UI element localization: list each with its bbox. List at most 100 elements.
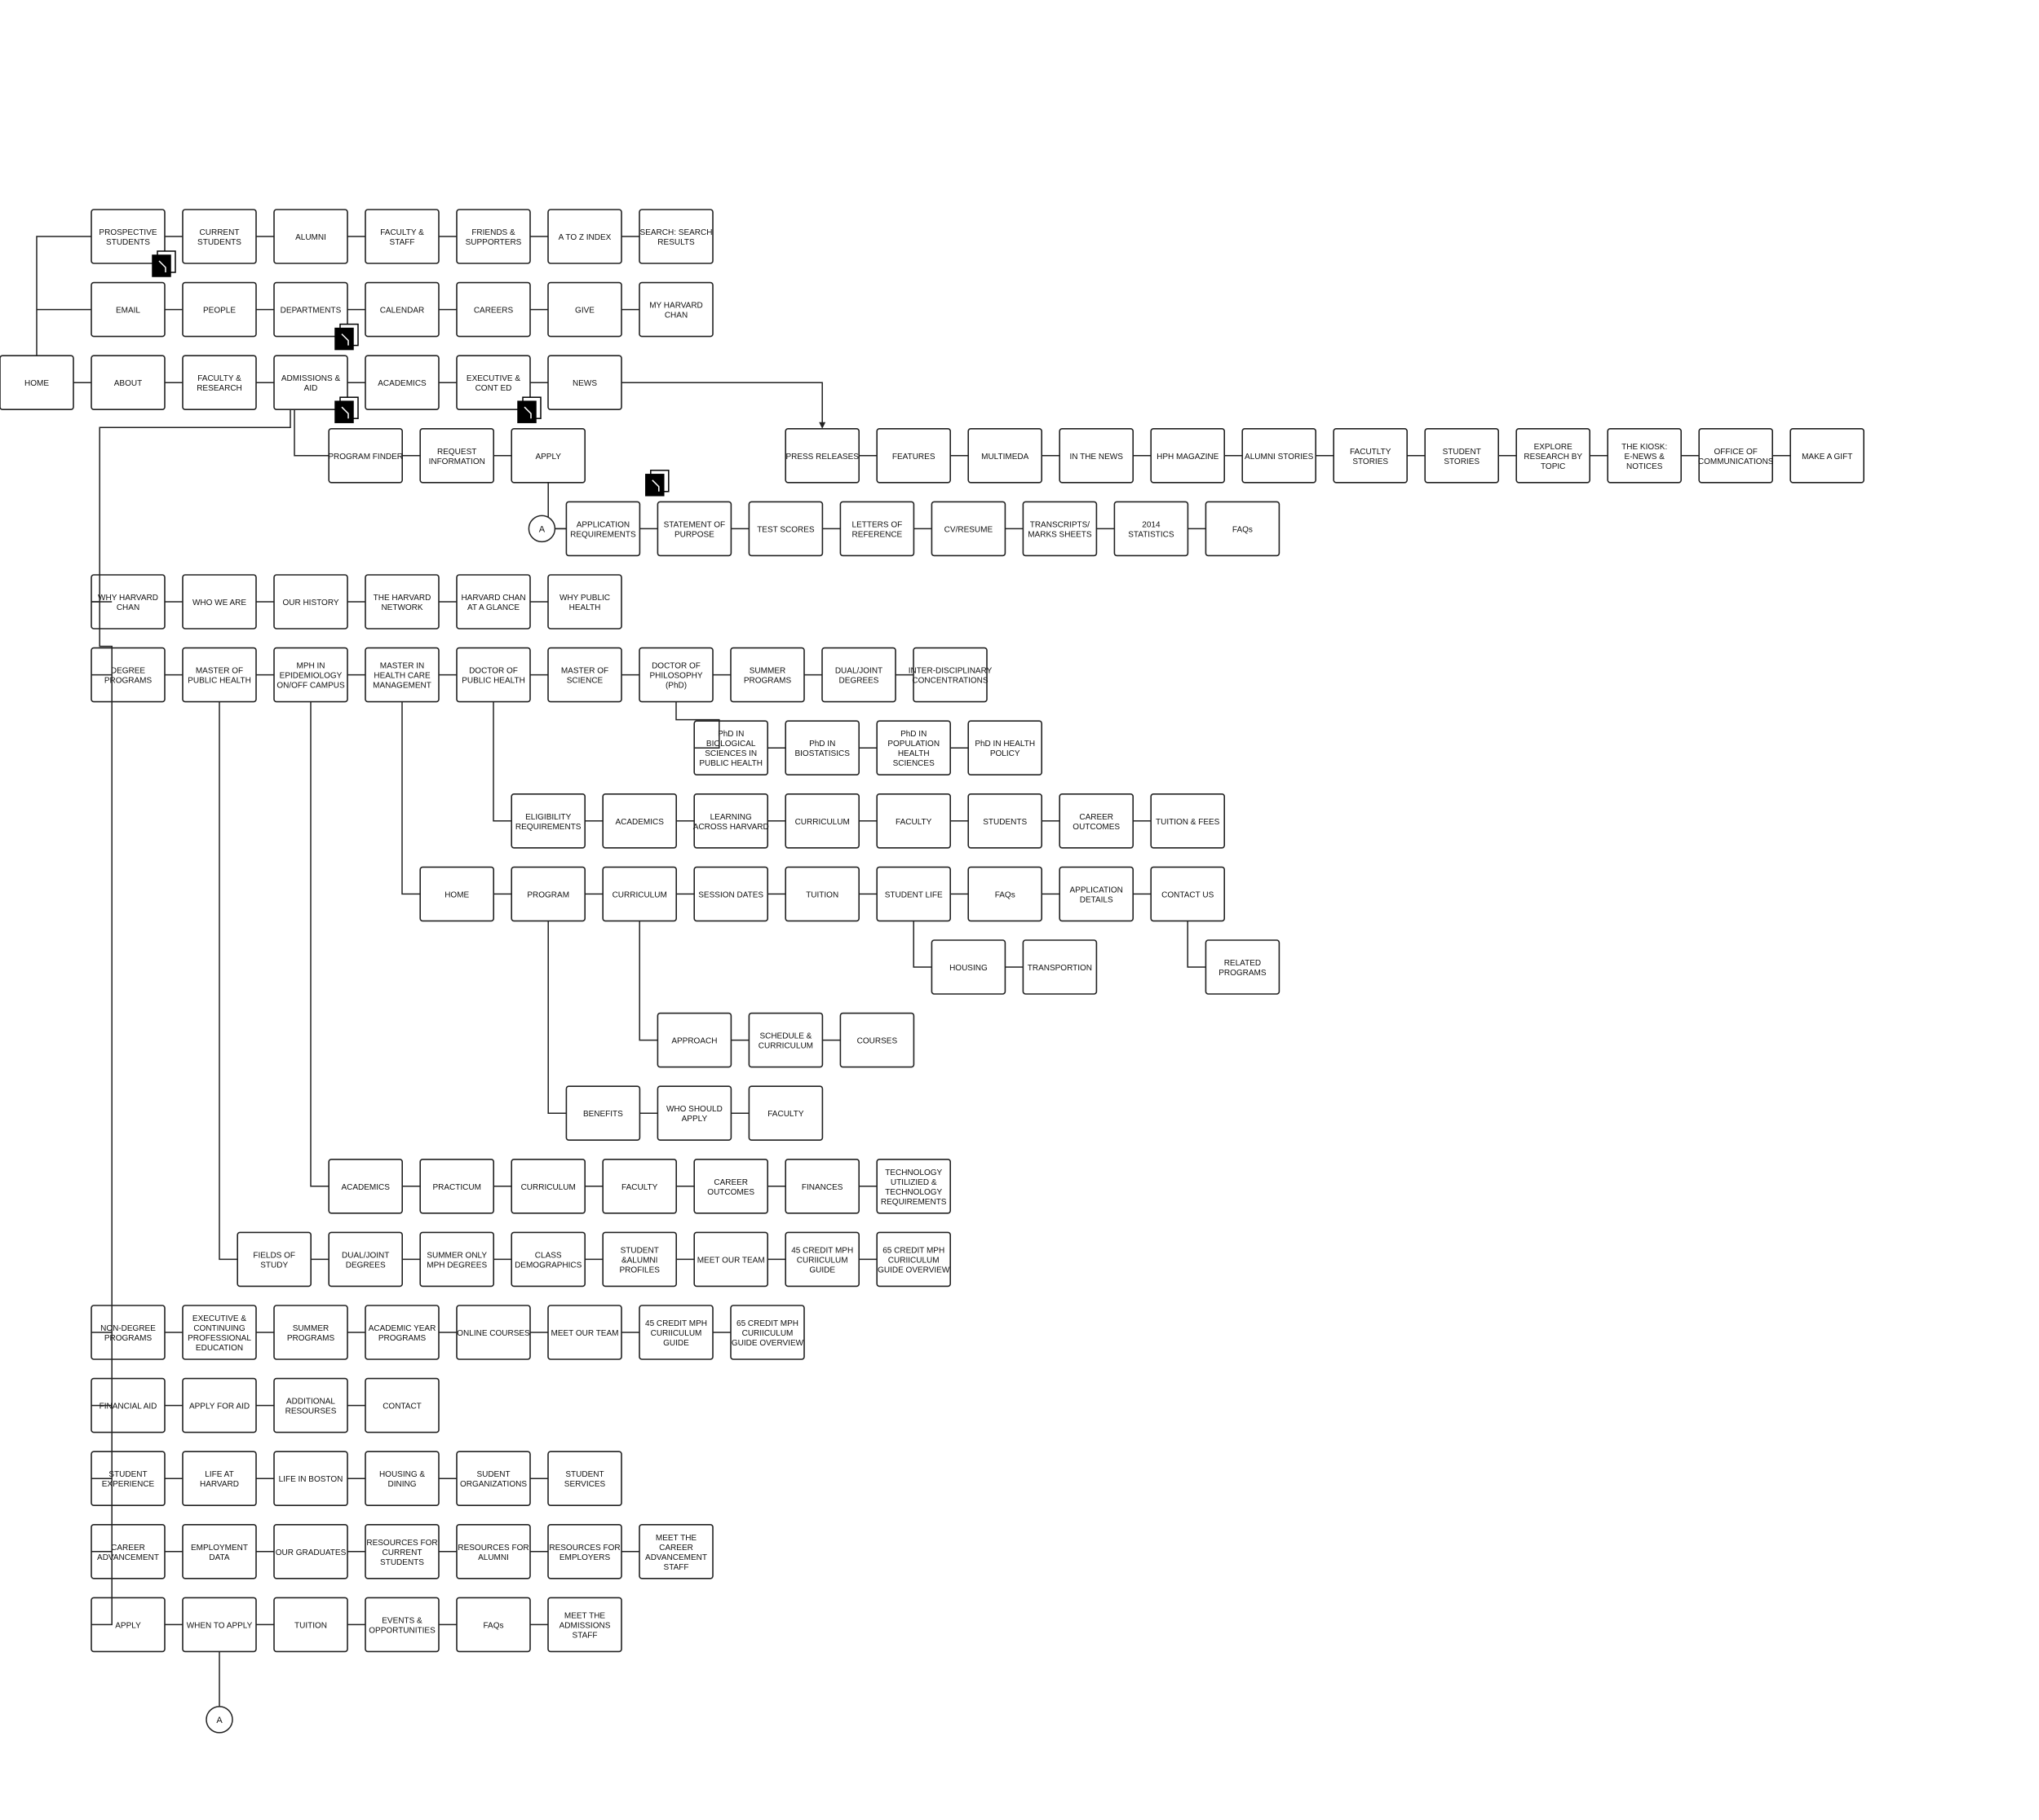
- node-label: HOUSING &DINING: [379, 1470, 425, 1489]
- sitemap-node-program-finder: PROGRAM FINDER: [328, 427, 403, 484]
- node-label: EMAIL: [116, 307, 140, 316]
- sitemap-node-courses: COURSES: [839, 1012, 915, 1068]
- node-label: HOME: [24, 379, 49, 388]
- node-label: TUITION: [294, 1621, 327, 1630]
- sitemap-node-faculty-research: FACULTY &RESEARCH: [182, 355, 257, 411]
- node-label: TUITION & FEES: [1156, 818, 1220, 827]
- arrowhead: [819, 422, 826, 429]
- node-label: HOME: [445, 890, 469, 899]
- sitemap-node-faqs: FAQs: [1205, 501, 1280, 557]
- sitemap-node-benefits: BENEFITS: [565, 1085, 641, 1141]
- node-label: EVENTS &OPPORTUNITIES: [369, 1616, 436, 1635]
- node-label: OUR GRADUATES: [276, 1548, 347, 1557]
- sitemap-node-academics: ACADEMICS: [328, 1159, 404, 1214]
- connector-line: [310, 701, 330, 1187]
- sitemap-node-friends-supporters: FRIENDS &SUPPORTERS: [456, 209, 531, 264]
- sitemap-node-alumni: ALUMNI: [273, 209, 348, 264]
- sitemap-node-session-dates: SESSION DATES: [693, 866, 769, 922]
- node-label: ALUMNI STORIES: [1245, 453, 1314, 462]
- sitemap-node-apply: APPLY: [511, 427, 586, 484]
- node-label: FACULTY &STAFF: [380, 228, 424, 247]
- sitemap-node-online-courses: ONLINE COURSES: [456, 1305, 531, 1360]
- sitemap-node-practicum: PRACTICUM: [419, 1159, 495, 1214]
- node-label: APPLY FOR AID: [189, 1403, 250, 1411]
- connector-circle: [528, 515, 556, 543]
- sitemap-node-apply-for-aid: APPLY FOR AID: [182, 1377, 257, 1433]
- sitemap-node-when-to-apply: WHEN TO APPLY: [182, 1597, 257, 1653]
- sitemap-node-tuition: TUITION: [273, 1597, 348, 1653]
- node-label: ABOUT: [114, 379, 142, 388]
- node-label: FAQs: [1232, 525, 1253, 534]
- sitemap-node-alumni-stories: ALUMNI STORIES: [1241, 427, 1316, 484]
- node-label: LIFE IN BOSTON: [279, 1475, 343, 1484]
- node-label: ACADEMICS: [378, 379, 427, 388]
- node-label: FRIENDS &SUPPORTERS: [466, 228, 522, 247]
- sitemap-node-about: ABOUT: [91, 355, 166, 411]
- node-label: CALENDAR: [380, 307, 424, 316]
- sitemap-node-home: HOME: [419, 866, 495, 922]
- node-label: OUR HISTORY: [282, 599, 338, 607]
- connector-line: [493, 701, 512, 822]
- node-label: CONTACT: [383, 1403, 422, 1411]
- sitemap-node-student-life: STUDENT LIFE: [876, 866, 951, 922]
- sitemap-node-our-graduates: OUR GRADUATES: [273, 1524, 348, 1579]
- node-label: MULTIMEDA: [981, 453, 1028, 462]
- connector-line: [621, 382, 823, 424]
- node-label: FINANCES: [802, 1183, 843, 1192]
- sitemap-node-who-we-are: WHO WE ARE: [182, 574, 257, 629]
- sitemap-node-curriculum: CURRICULUM: [785, 793, 860, 849]
- node-label: A TO Z INDEX: [559, 233, 612, 242]
- sitemap-node-meet-our-team: MEET OUR TEAM: [693, 1231, 769, 1288]
- node-label: GIVE: [575, 307, 595, 316]
- sitemap-node-make-a-gift: MAKE A GIFT: [1789, 427, 1864, 484]
- node-label: MAKE A GIFT: [1802, 453, 1852, 462]
- sitemap-node-events-opportunities: EVENTS &OPPORTUNITIES: [365, 1597, 440, 1653]
- connector-line: [91, 409, 291, 1626]
- node-label: EXECUTIVE &CONT ED: [467, 374, 520, 393]
- connector-line: [547, 921, 567, 1114]
- node-label: HOUSING: [949, 964, 988, 973]
